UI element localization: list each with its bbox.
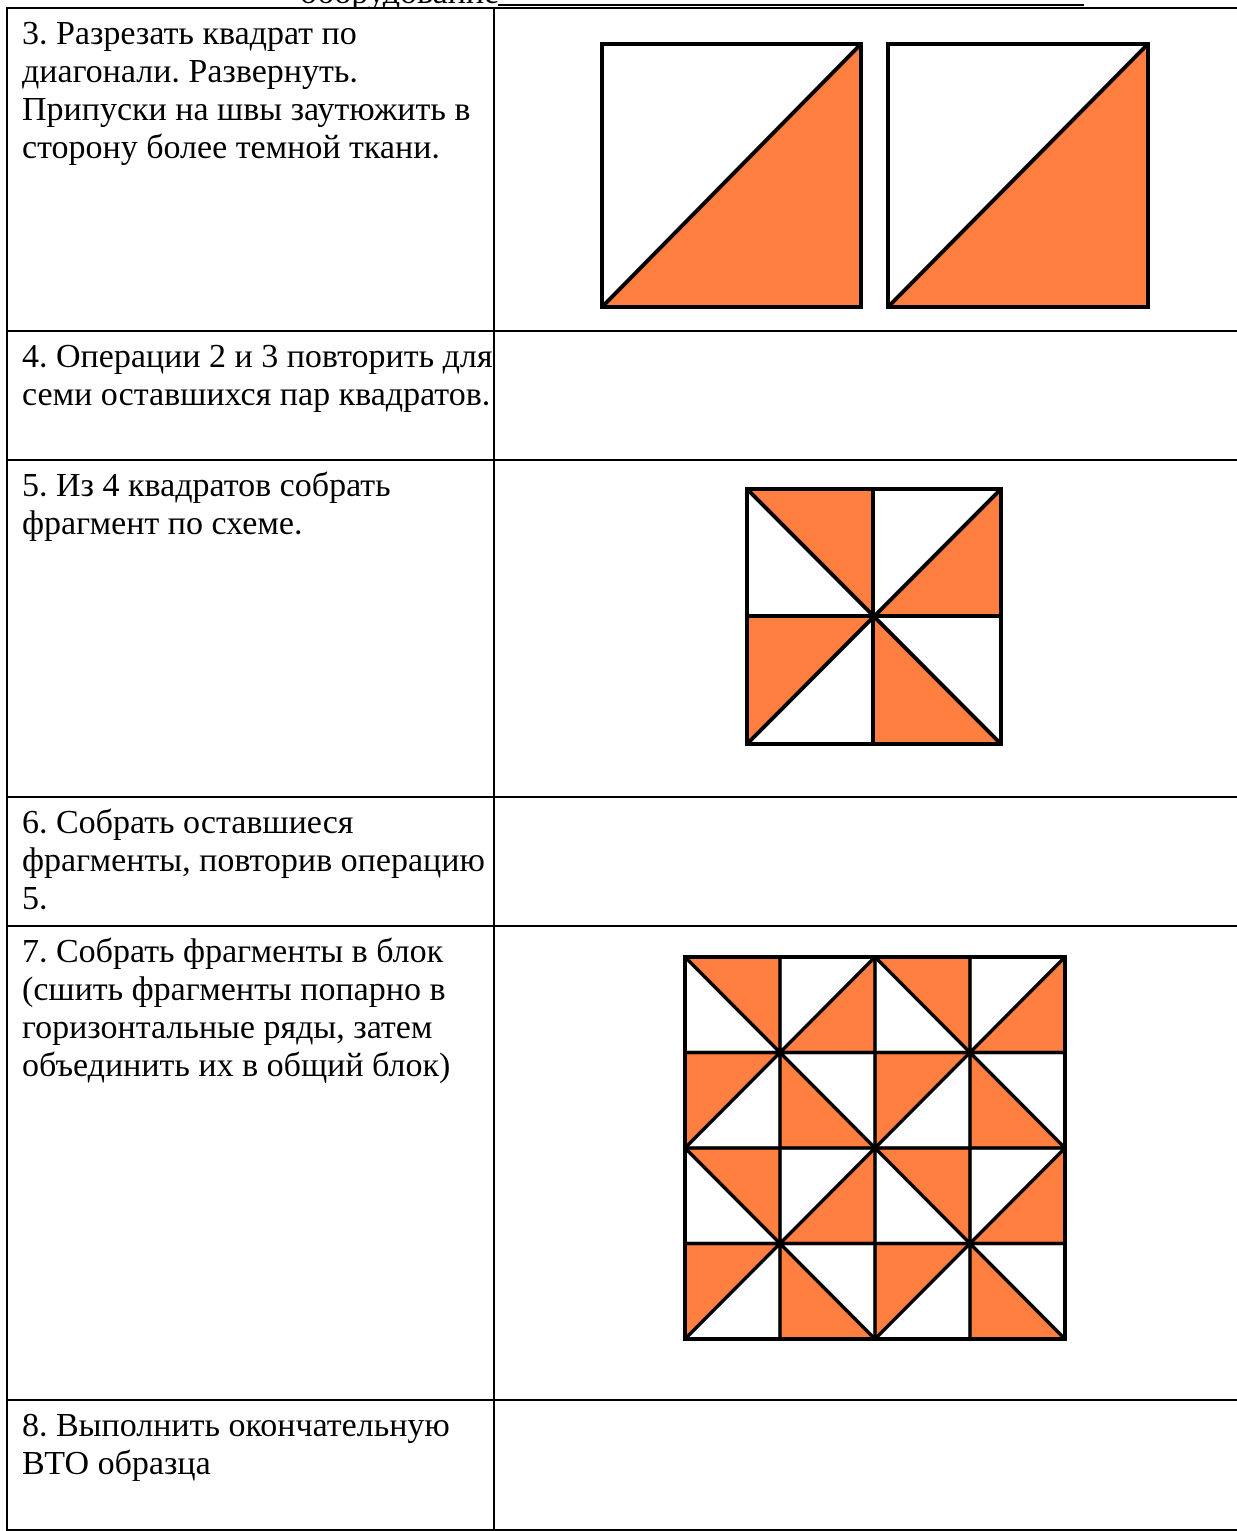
step-figure-cell-5 bbox=[494, 460, 1237, 797]
step-text-4: 4. Операции 2 и 3 повторить для семи ост… bbox=[7, 331, 494, 460]
step-figure-cell-4 bbox=[494, 331, 1237, 460]
pinwheel-fragment-figure bbox=[744, 486, 1006, 750]
half-square-triangle-right bbox=[888, 44, 1148, 307]
pinwheel-block-figure bbox=[682, 954, 1070, 1344]
header-underline bbox=[498, 4, 1084, 6]
half-square-triangle-left bbox=[602, 44, 861, 307]
step-row-8: 8. Выполнить окончательную ВТО образца bbox=[7, 1400, 1237, 1530]
step-row-6: 6. Собрать оставшиеся фрагменты, повтори… bbox=[7, 797, 1237, 926]
step-row-7: 7. Собрать фрагменты в блок (сшить фрагм… bbox=[7, 926, 1237, 1400]
step-text-6: 6. Собрать оставшиеся фрагменты, повтори… bbox=[7, 797, 494, 926]
step-text-7: 7. Собрать фрагменты в блок (сшить фрагм… bbox=[7, 926, 494, 1400]
step-text-5: 5. Из 4 квадратов собрать фрагмент по сх… bbox=[7, 460, 494, 797]
step-text-3: 3. Разрезать квадрат по диагонали. Разве… bbox=[7, 8, 494, 331]
step-row-5: 5. Из 4 квадратов собрать фрагмент по сх… bbox=[7, 460, 1237, 797]
step-row-3: 3. Разрезать квадрат по диагонали. Разве… bbox=[7, 8, 1237, 331]
step-figure-cell-3 bbox=[494, 8, 1237, 331]
step-row-4: 4. Операции 2 и 3 повторить для семи ост… bbox=[7, 331, 1237, 460]
step-text-8: 8. Выполнить окончательную ВТО образца bbox=[7, 1400, 494, 1530]
step-figure-cell-7 bbox=[494, 926, 1237, 1400]
step-figure-cell-6 bbox=[494, 797, 1237, 926]
step-figure-cell-8 bbox=[494, 1400, 1237, 1530]
two-half-square-triangles-figure bbox=[597, 39, 1157, 319]
steps-table: 3. Разрезать квадрат по диагонали. Разве… bbox=[6, 7, 1237, 1531]
